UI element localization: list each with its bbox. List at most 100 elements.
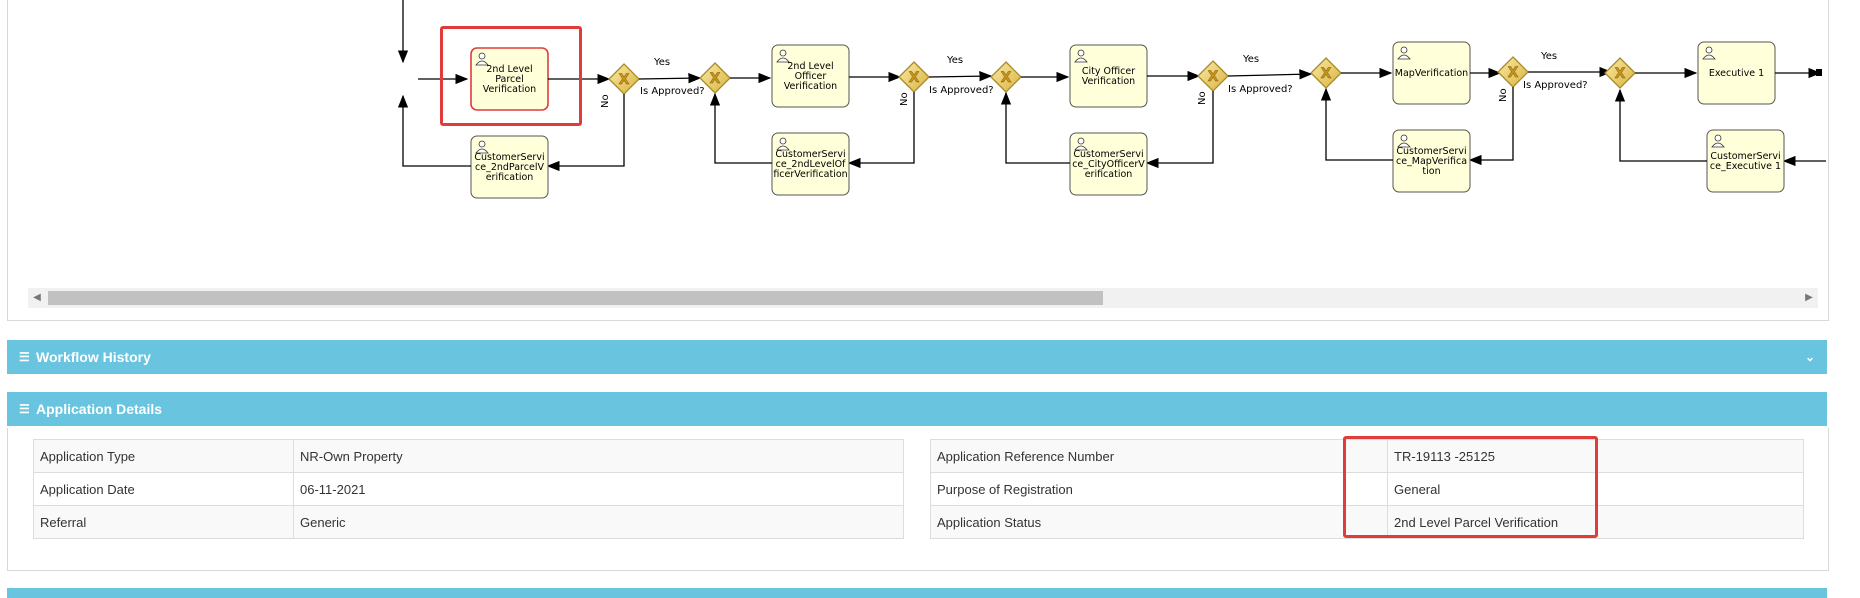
task-node[interactable]: MapVerification (1392, 41, 1471, 105)
sequence-flow (1468, 87, 1514, 166)
task-label-line: erification (486, 172, 534, 183)
table-row: Purpose of Registration General (930, 472, 1804, 506)
detail-label: Referral (33, 505, 294, 539)
detail-value: NR-Own Property (293, 439, 904, 473)
exclusive-gateway-icon[interactable]: X (1310, 57, 1342, 89)
values-highlight (1343, 436, 1598, 538)
sequence-flow (1000, 91, 1070, 164)
no-label: No (899, 92, 910, 106)
exclusive-gateway-icon[interactable]: X (898, 61, 930, 93)
exclusive-gateway-icon[interactable]: X (1197, 60, 1229, 92)
scroll-right-icon[interactable]: ▶ (1805, 292, 1813, 303)
table-row: Referral Generic (33, 505, 904, 539)
detail-label: Application Status (930, 505, 1388, 539)
user-icon (475, 140, 489, 154)
chevron-down-icon[interactable]: ⌄ (1804, 350, 1815, 364)
svg-text:X: X (1208, 69, 1219, 85)
application-details-header[interactable]: ☰ Application Details (7, 392, 1827, 426)
user-icon (1074, 49, 1088, 63)
sequence-flow (397, 94, 471, 167)
sequence-flow (638, 72, 702, 84)
detail-label: Application Reference Number (930, 439, 1388, 473)
detail-label: Application Date (33, 472, 294, 506)
yes-label: Yes (653, 57, 670, 68)
task-label-line: CustomerServi (1073, 149, 1143, 160)
decision-label: Is Approved? (1228, 84, 1293, 95)
decision-label: Is Approved? (1523, 80, 1588, 91)
user-icon (1711, 134, 1725, 148)
svg-text:X: X (1001, 70, 1012, 86)
user-icon (1397, 46, 1411, 60)
svg-text:X: X (1508, 65, 1519, 81)
no-label: No (1197, 91, 1208, 105)
user-icon (1074, 137, 1088, 151)
svg-text:X: X (1321, 66, 1332, 82)
task-label-line: ce_2ndParcelV (475, 162, 544, 173)
horizontal-scrollbar[interactable]: ◀ ▶ (28, 288, 1818, 308)
task-label-line: Executive 1 (1709, 68, 1764, 79)
current-task-highlight (440, 26, 582, 126)
task-node[interactable]: CustomerService_2ndLevelOfficerVerificat… (771, 132, 850, 196)
exclusive-gateway-icon[interactable]: X (990, 61, 1022, 93)
task-label-line: 2nd Level (787, 61, 833, 72)
scroll-left-icon[interactable]: ◀ (33, 292, 41, 303)
application-details-title: Application Details (36, 401, 163, 417)
table-row: Application Date 06-11-2021 (33, 472, 904, 506)
exclusive-gateway-icon[interactable]: X (1604, 57, 1636, 89)
table-row: Application Type NR-Own Property (33, 439, 904, 473)
task-label-line: Officer (795, 71, 827, 82)
task-label-line: ce_CityOfficerV (1072, 159, 1145, 170)
user-icon (1397, 134, 1411, 148)
task-label-line: CustomerServi (1710, 151, 1780, 162)
task-label-line: ficerVerification (773, 169, 847, 180)
task-label-line: 2nd Level (486, 64, 532, 75)
user-icon (1702, 46, 1716, 60)
task-label-line: Verification (1082, 76, 1135, 87)
task-label-line: CustomerServi (1396, 146, 1466, 157)
list-icon: ☰ (19, 402, 30, 416)
detail-value: 06-11-2021 (293, 472, 904, 506)
task-label-line: tion (1422, 166, 1440, 177)
detail-value: Generic (293, 505, 904, 539)
detail-label: Application Type (33, 439, 294, 473)
exclusive-gateway-icon[interactable]: X (1497, 56, 1529, 88)
yes-label: Yes (1540, 51, 1557, 62)
yes-label: Yes (946, 55, 963, 66)
task-label-line: ce_MapVerifica (1396, 156, 1467, 167)
sequence-flow (709, 92, 772, 164)
task-label-line: ce_2ndLevelOf (776, 159, 846, 170)
yes-label: Yes (1242, 54, 1259, 65)
workflow-history-header[interactable]: ☰ Workflow History ⌄ (7, 340, 1827, 374)
sequence-flow (546, 94, 625, 172)
svg-text:X: X (909, 70, 920, 86)
user-icon (475, 52, 489, 66)
decision-label: Is Approved? (929, 85, 994, 96)
sequence-flow (1227, 69, 1313, 80)
scrollbar-thumb[interactable] (48, 291, 1103, 305)
decision-label: Is Approved? (640, 86, 705, 97)
list-icon: ☰ (19, 350, 30, 364)
task-label-line: MapVerification (1395, 68, 1468, 79)
task-label-line: Verification (483, 84, 536, 95)
sequence-flow (1145, 91, 1214, 169)
workflow-history-title: Workflow History (36, 349, 151, 365)
user-icon (776, 137, 790, 151)
sequence-flow (1320, 87, 1393, 161)
task-node[interactable]: Executive 1 (1697, 41, 1776, 105)
task-label-line: CustomerServi (775, 149, 845, 160)
user-icon (776, 49, 790, 63)
exclusive-gateway-icon[interactable]: X (608, 63, 640, 95)
detail-label: Purpose of Registration (930, 472, 1388, 506)
task-label-line: City Officer (1082, 66, 1135, 77)
svg-text:X: X (619, 72, 630, 88)
svg-text:X: X (710, 71, 721, 87)
